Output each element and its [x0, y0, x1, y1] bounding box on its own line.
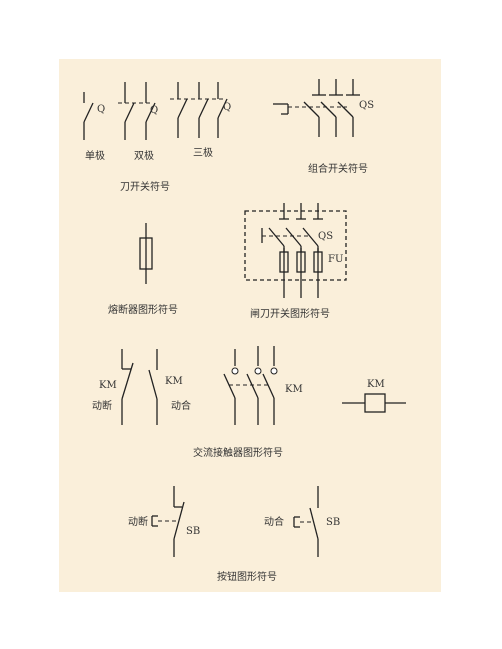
fused-blade-3	[302, 227, 319, 247]
contactor-coil-code: KM	[367, 379, 385, 390]
contactor-nc-code: KM	[99, 380, 117, 391]
main-arc-mark-2	[254, 367, 262, 375]
combination-blade-2	[320, 101, 337, 118]
fused-disconnect-enclosure	[244, 210, 347, 281]
fused-blade-2	[285, 227, 302, 247]
button-caption: 按钮图形符号	[217, 570, 277, 583]
contactor-caption: 交流接触器图形符号	[193, 446, 283, 459]
single-pole-switch-symbol	[83, 92, 94, 140]
single-pole-blade	[83, 102, 94, 123]
button-nc-symbol	[151, 486, 185, 557]
double-pole-label: 双极	[134, 149, 154, 162]
paper-panel	[59, 59, 441, 592]
fuse-caption: 熔断器图形符号	[108, 303, 178, 316]
main-blade-2	[246, 373, 259, 399]
main-blade-3	[262, 373, 275, 399]
triple-pole-blade-1	[177, 98, 188, 119]
main-blade-1	[223, 373, 236, 399]
double-pole-blade-2	[145, 102, 156, 123]
main-arc-mark-1	[231, 367, 239, 375]
triple-pole-blade-3	[217, 98, 228, 119]
button-nc-label: 动断	[128, 515, 148, 528]
fused-disconnect-fuse-code: FU	[328, 254, 343, 265]
fused-disconnect-switch-code: QS	[318, 231, 333, 242]
button-nc-code: SB	[186, 526, 200, 537]
button-nc-blade	[173, 501, 185, 540]
contactor-coil-symbol	[342, 393, 406, 413]
double-pole-blade-1	[124, 102, 135, 123]
triple-pole-label: 三极	[193, 146, 213, 159]
double-pole-switch-symbol	[118, 82, 156, 140]
combination-switch-symbol	[273, 79, 360, 137]
fused-disconnect-symbol	[244, 203, 347, 298]
single-pole-code: Q	[97, 104, 105, 115]
contactor-no-contact-symbol	[148, 349, 158, 425]
combination-blade-1	[303, 101, 320, 118]
fuse-body	[139, 237, 153, 270]
nc-blade	[121, 362, 134, 400]
single-pole-label: 单极	[85, 149, 105, 162]
knife-switch-caption: 刀开关符号	[120, 180, 170, 193]
contactor-main-code: KM	[285, 384, 303, 395]
button-no-label: 动合	[264, 515, 284, 528]
fuse-symbol	[139, 223, 153, 284]
fused-disconnect-caption: 闸刀开关图形符号	[250, 307, 330, 320]
combination-switch-code: QS	[359, 100, 374, 111]
fused-blade-1	[268, 227, 285, 247]
contactor-no-label: 动合	[171, 399, 191, 412]
triple-pole-code: Q	[223, 102, 231, 113]
combination-switch-caption: 组合开关符号	[308, 162, 368, 175]
contactor-nc-label: 动断	[92, 399, 112, 412]
combination-blade-3	[337, 101, 354, 118]
triple-pole-blade-2	[198, 98, 209, 119]
button-no-symbol	[293, 486, 319, 557]
no-blade	[148, 369, 158, 400]
double-pole-code: Q	[150, 105, 158, 116]
main-arc-mark-3	[270, 367, 278, 375]
coil-body	[364, 393, 386, 413]
contactor-no-code: KM	[165, 376, 183, 387]
triple-pole-switch-symbol	[170, 82, 228, 138]
contactor-nc-contact-symbol	[121, 349, 134, 425]
contactor-main-contacts-symbol	[223, 346, 278, 425]
button-no-code: SB	[326, 517, 340, 528]
button-no-blade	[309, 507, 319, 540]
